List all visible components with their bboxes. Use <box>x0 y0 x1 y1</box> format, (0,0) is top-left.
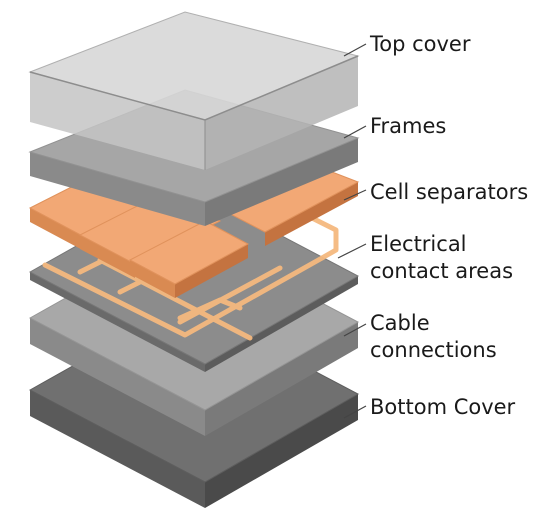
label-bottom-cover: Bottom Cover <box>370 395 516 419</box>
label-frames: Frames <box>370 114 447 138</box>
label-electrical-line2: contact areas <box>370 259 514 283</box>
top-cover-layer <box>28 11 360 170</box>
label-cable-connections: Cable connections <box>370 310 497 364</box>
label-cell-separators: Cell separators <box>370 180 529 204</box>
label-cable-line1: Cable <box>370 311 430 335</box>
label-electrical-line1: Electrical <box>370 232 467 256</box>
leader-lines <box>337 43 367 419</box>
label-top-cover: Top cover <box>370 32 471 56</box>
label-cable-line2: connections <box>370 338 497 362</box>
label-electrical-contact-areas: Electrical contact areas <box>370 231 513 285</box>
